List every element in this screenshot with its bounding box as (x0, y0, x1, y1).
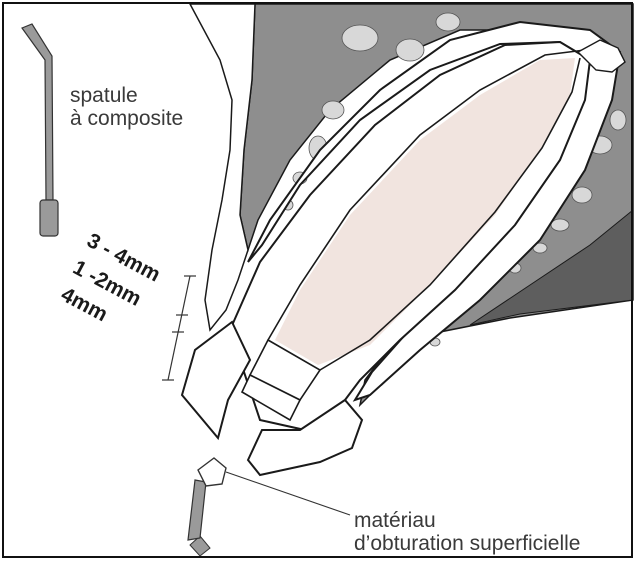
spatula-label-line1: spatule (70, 84, 183, 107)
spatula-label: spatule à composite (70, 84, 183, 130)
material-label-line1: matériau (354, 509, 580, 532)
material-label-line2: d’obturation superficielle (354, 532, 580, 555)
spatula-label-line2: à composite (70, 107, 183, 130)
material-label: matériau d’obturation superficielle (354, 509, 580, 555)
